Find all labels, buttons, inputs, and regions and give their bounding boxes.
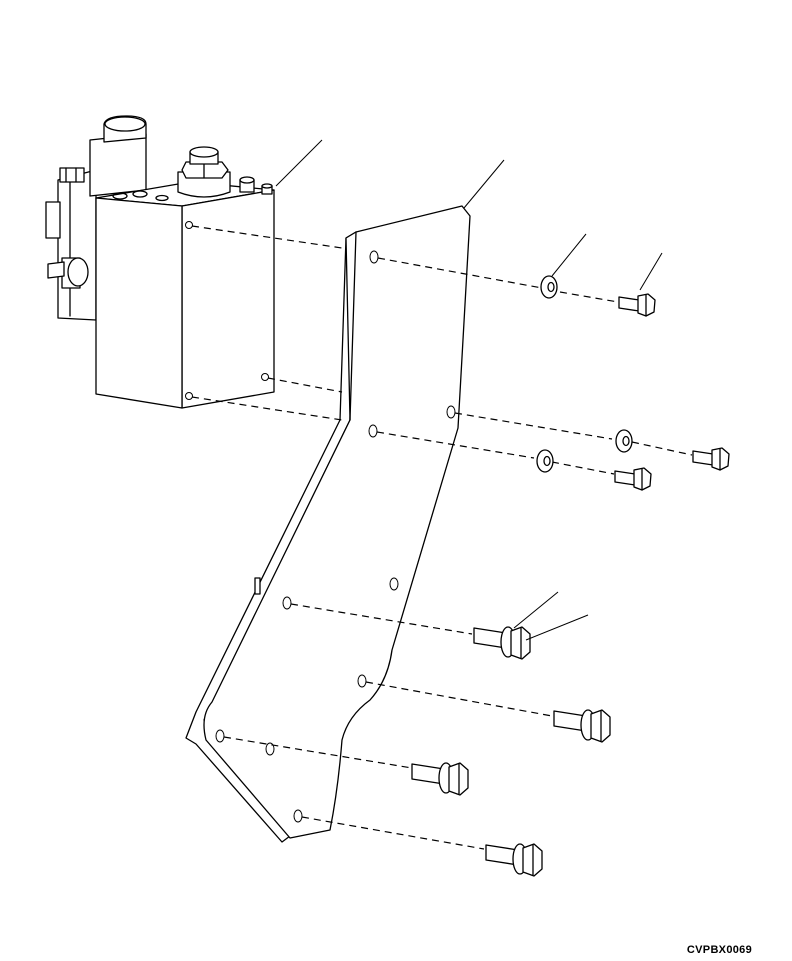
flange-bolt-4 (485, 843, 543, 877)
cap-screw-middle-left (614, 467, 652, 491)
valve-top-plug (177, 146, 231, 198)
bracket-hole (389, 577, 399, 591)
bracket-hole (293, 809, 303, 823)
leader-valve-block (275, 139, 323, 187)
bracket-hole (369, 250, 379, 264)
washer-middle-right (615, 429, 633, 453)
flange-bolt-3 (411, 762, 469, 796)
valve-block (45, 115, 275, 409)
bracket-hole (357, 674, 367, 688)
drawing-reference-code: CVPBX0069 (686, 944, 752, 956)
bracket-hole (265, 742, 275, 756)
leader-flange-bolt-2 (525, 614, 589, 641)
valve-solenoid-top (89, 115, 147, 197)
cap-screws (614, 293, 730, 491)
valve-rear-housing (45, 167, 97, 321)
leader-washer (551, 233, 587, 277)
alignment-lines (191, 225, 693, 850)
washer-middle-left (536, 449, 554, 473)
flat-washers (536, 275, 633, 473)
bracket-hole (215, 729, 225, 743)
bracket-hole (368, 424, 378, 438)
cap-screw-middle-right (692, 447, 730, 471)
valve-main-block (95, 181, 275, 409)
cap-screw-upper (618, 293, 656, 317)
flange-bolt-2 (553, 709, 611, 743)
flange-bolts (411, 626, 611, 877)
bracket-hole (282, 596, 292, 610)
bracket-hole (446, 405, 456, 419)
washer-upper (540, 275, 558, 299)
mounting-bracket (185, 205, 471, 843)
leader-bracket (463, 159, 505, 209)
valve-small-fittings (239, 176, 273, 195)
leader-lines (275, 139, 663, 641)
flange-bolt-1 (473, 626, 531, 660)
leader-cap-screw (639, 252, 663, 291)
leader-flange-bolt (513, 591, 559, 629)
